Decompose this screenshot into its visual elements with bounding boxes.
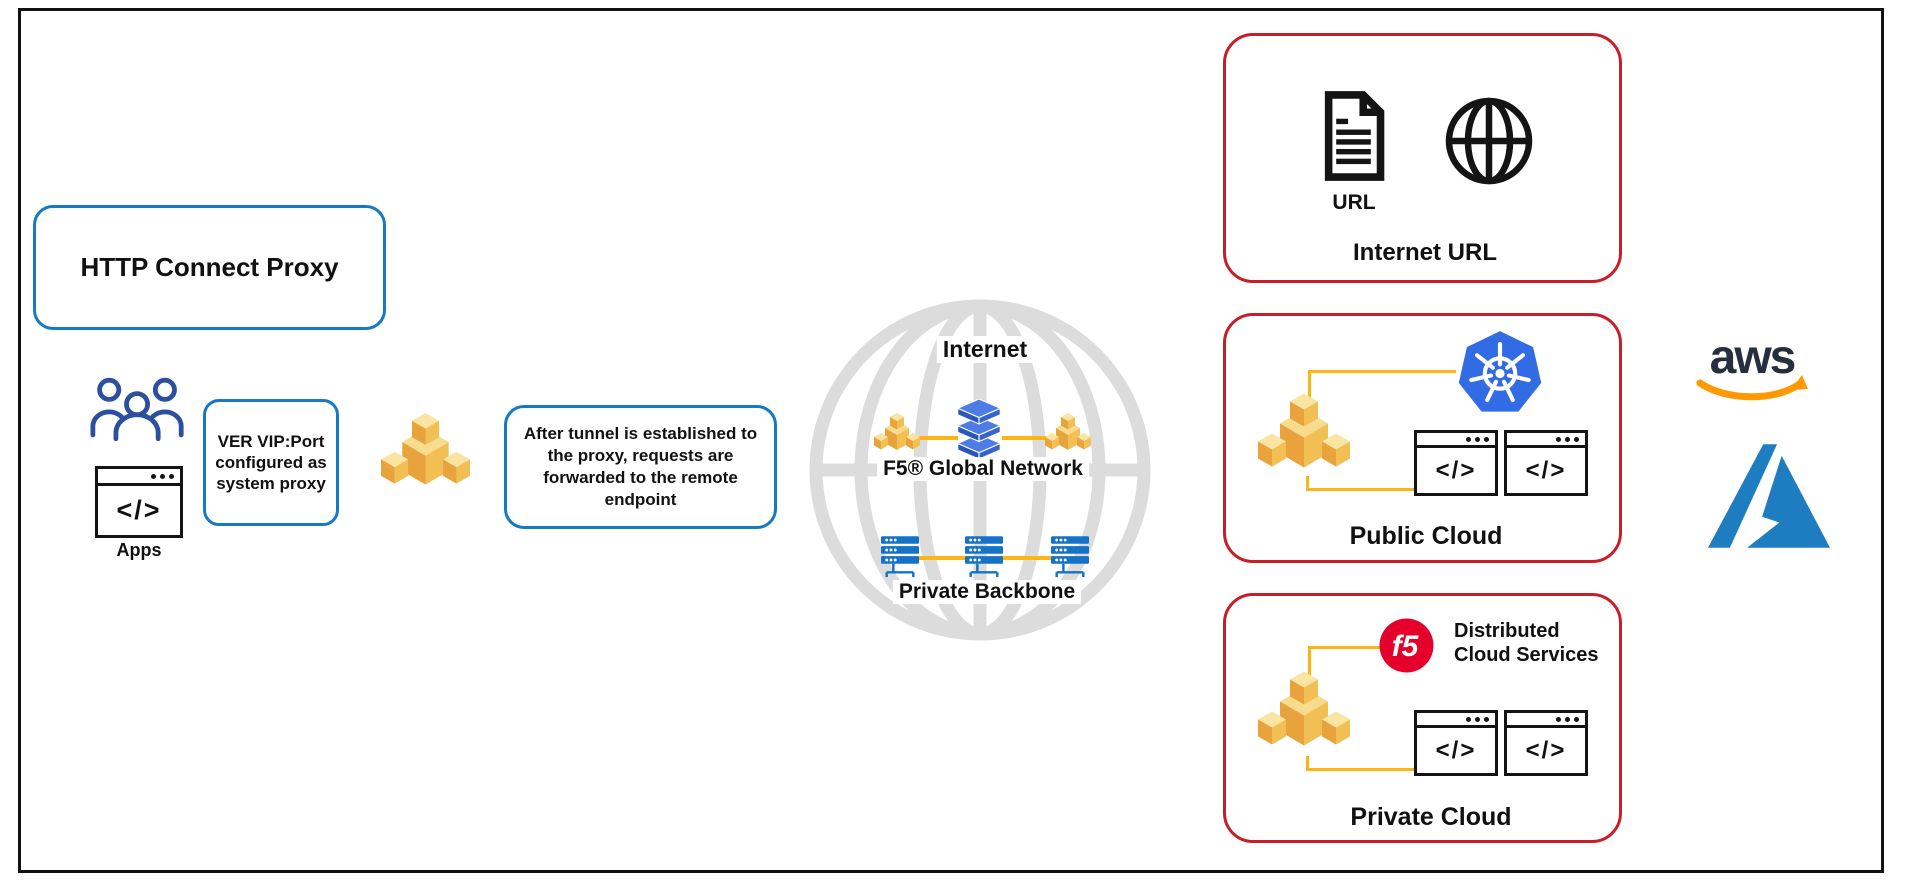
browser-titlebar: [1417, 713, 1495, 728]
code-glyph: </>: [116, 495, 162, 525]
users-icon: [90, 377, 184, 442]
connector-line: [1002, 436, 1047, 440]
dot-icon: [1484, 436, 1489, 442]
code-glyph: </>: [1435, 736, 1477, 764]
mesh-node-icon: [381, 413, 470, 485]
code-glyph: </>: [1525, 456, 1567, 484]
apps-browser-icon: </>: [95, 466, 183, 538]
internet-url-title: Internet URL: [1353, 239, 1497, 266]
ver-vip-note-text: VER VIP:Port configured as system proxy: [215, 431, 327, 494]
dot-icon: [1556, 436, 1561, 442]
code-window-icon: </>: [1504, 430, 1588, 496]
dot-icon: [1565, 716, 1570, 722]
browser-titlebar: [1507, 713, 1585, 728]
private-cloud-title: Private Cloud: [1350, 803, 1512, 831]
mesh-node-icon: [1258, 393, 1350, 468]
outer-frame: [18, 8, 1884, 873]
ver-vip-note-box: VER VIP:Port configured as system proxy: [203, 399, 339, 526]
connector-line: [918, 436, 958, 440]
browser-titlebar: [1417, 433, 1495, 448]
url-document-icon: [1324, 91, 1385, 181]
tunnel-note-text: After tunnel is established to the proxy…: [523, 423, 758, 510]
code-glyph: </>: [1525, 736, 1567, 764]
connector-elbow: [1308, 370, 1456, 400]
mesh-node-icon: [1045, 413, 1091, 450]
url-label: URL: [1332, 191, 1376, 214]
public-cloud-box: </> </> Public Cloud: [1223, 313, 1622, 563]
mesh-node-icon: [874, 413, 920, 450]
dot-icon: [1565, 436, 1570, 442]
server-rack-icon: [1051, 536, 1089, 579]
server-rack-icon: [965, 536, 1003, 579]
aws-logo: aws: [1696, 333, 1808, 401]
private-backbone-label: Private Backbone: [892, 580, 1082, 604]
dot-icon: [1556, 716, 1561, 722]
dot-icon: [169, 473, 174, 479]
connector-line: [1001, 556, 1053, 560]
http-connect-proxy-box: HTTP Connect Proxy: [33, 205, 386, 330]
internet-label: Internet: [936, 336, 1034, 363]
mesh-node-icon: [1258, 671, 1350, 746]
browser-titlebar: [1507, 433, 1585, 448]
internet-url-box: URL Internet URL: [1223, 33, 1622, 283]
dot-icon: [1574, 716, 1579, 722]
globe-outline-icon: [1445, 97, 1533, 185]
distributed-cloud-services-label: Distributed Cloud Services: [1454, 620, 1599, 666]
dot-icon: [160, 473, 165, 479]
dot-icon: [1466, 436, 1471, 442]
dot-icon: [1475, 436, 1480, 442]
azure-logo: [1708, 444, 1830, 548]
code-window-icon: </>: [1414, 430, 1498, 496]
server-rack-icon: [881, 536, 919, 579]
tunnel-note-box: After tunnel is established to the proxy…: [504, 405, 777, 529]
connector-elbow: [1306, 756, 1416, 771]
dot-icon: [1484, 716, 1489, 722]
public-cloud-title: Public Cloud: [1349, 522, 1503, 550]
dot-icon: [1574, 436, 1579, 442]
connector-elbow: [1306, 476, 1416, 491]
code-window-icon: </>: [1504, 710, 1588, 776]
dot-icon: [151, 473, 156, 479]
browser-titlebar: [98, 469, 180, 486]
apps-label: Apps: [116, 540, 162, 560]
f5-global-network-label: F5® Global Network: [877, 457, 1089, 481]
http-connect-proxy-label: HTTP Connect Proxy: [80, 252, 339, 282]
stack-icon: [957, 399, 1001, 460]
code-glyph: </>: [1435, 456, 1477, 484]
connector-elbow: [1308, 646, 1381, 678]
dot-icon: [1466, 716, 1471, 722]
f5-logo-text: f5: [1392, 630, 1420, 663]
connector-line: [917, 556, 967, 560]
aws-logo-text: aws: [1710, 333, 1795, 384]
f5-logo-icon: f5: [1379, 618, 1434, 673]
dot-icon: [1475, 716, 1480, 722]
kubernetes-icon: [1458, 331, 1542, 412]
private-cloud-box: f5 Distributed Cloud Services </> </> Pr…: [1223, 593, 1622, 843]
code-window-icon: </>: [1414, 710, 1498, 776]
